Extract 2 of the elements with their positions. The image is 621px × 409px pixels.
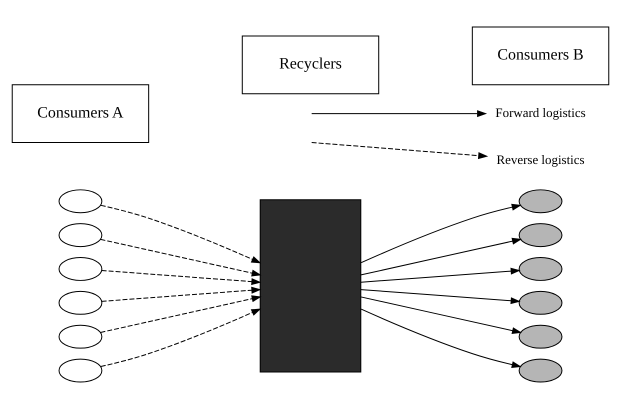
legend-label: Reverse logistics [496,152,585,167]
legend-label: Forward logistics [495,105,586,120]
